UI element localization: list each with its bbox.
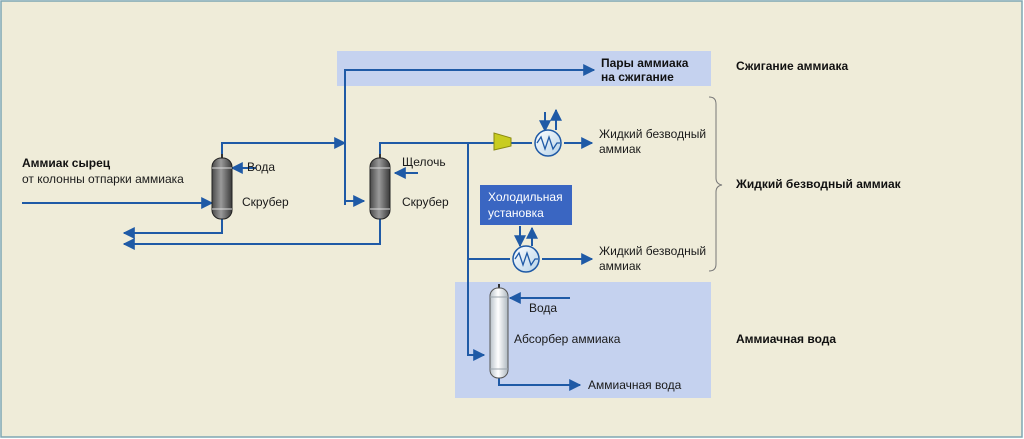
vapor-output-line2: на сжигание — [601, 70, 674, 84]
scrubber2-label: Скрубер — [402, 195, 449, 209]
cooling-unit-box — [480, 185, 572, 225]
compressor-icon — [493, 132, 512, 151]
absorber-column — [489, 284, 509, 379]
category-combustion: Сжигание аммиака — [736, 59, 848, 73]
scrubber-1 — [211, 154, 233, 220]
vapor-band — [337, 51, 711, 86]
absorber-label: Абсорбер аммиака — [514, 332, 621, 346]
category-ammonia-water: Аммиачная вода — [736, 332, 836, 346]
liquid-output-2-line2: аммиак — [599, 259, 642, 273]
vapor-to-combustion-line — [344, 64, 596, 205]
flow-lines — [22, 64, 596, 391]
vapor-output-line1: Пары аммиака — [601, 56, 689, 70]
scrubber1-drain-line — [122, 219, 223, 239]
grouping-brace — [708, 96, 723, 272]
scrubber2-drain-line — [122, 219, 381, 250]
heat-exchanger-1-icon — [534, 129, 562, 157]
scrubber2-alkali-label: Щелочь — [402, 155, 446, 169]
heat-exchanger-2-icon — [512, 245, 540, 273]
scrubber-2 — [369, 154, 391, 220]
category-anhydrous: Жидкий безводный аммиак — [735, 177, 902, 191]
liquid-output-2-line1: Жидкий безводный — [599, 244, 706, 258]
raw-ammonia-source: от колонны отпарки аммиака — [22, 172, 184, 186]
ammonia-water-output-label: Аммиачная вода — [588, 378, 682, 392]
cooling-unit-line2: установка — [488, 206, 544, 220]
ammonia-water-outlet — [498, 377, 582, 391]
scrubber1-overhead-line — [221, 137, 347, 158]
raw-ammonia-title: Аммиак сырец — [22, 156, 111, 170]
cooling-unit-line1: Холодильная — [488, 190, 563, 204]
scrubber1-label: Скрубер — [242, 195, 289, 209]
absorber-water-label: Вода — [529, 301, 557, 315]
scrubber1-water-label: Вода — [247, 160, 275, 174]
liquid-output-1-line2: аммиак — [599, 142, 642, 156]
liquid-output-1-line1: Жидкий безводный — [599, 127, 706, 141]
